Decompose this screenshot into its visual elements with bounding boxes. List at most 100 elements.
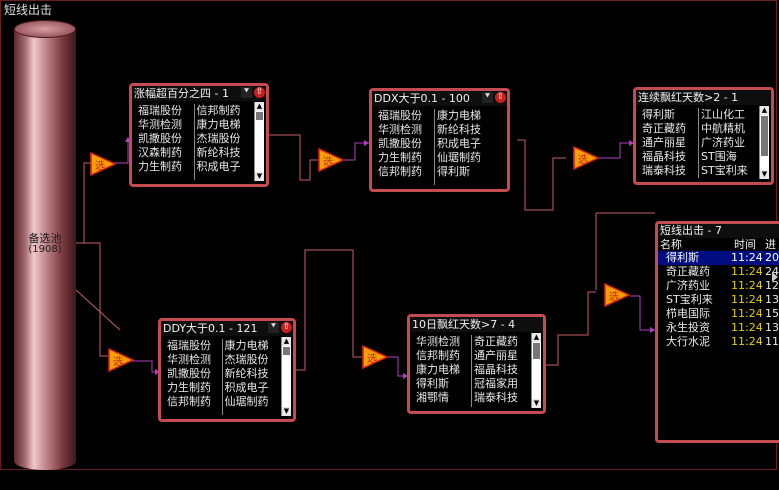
- scrollbar[interactable]: ▲▼: [759, 106, 769, 179]
- filter-box-10day[interactable]: 10日飘红天数>7 - 4 华测检测 信邦制药 康力电梯 得利斯 湘鄂情 奇正藏…: [407, 314, 546, 414]
- list-item[interactable]: 福瑞股份: [378, 109, 422, 122]
- stock-list-left: 得利斯 奇正藏药 通产丽星 福晶科技 瑞泰科技: [642, 108, 698, 178]
- list-item[interactable]: 新纶科技: [224, 367, 269, 380]
- box-title: DDX大于0.1 - 100: [374, 92, 470, 105]
- list-item[interactable]: 得利斯: [416, 377, 449, 390]
- pool-cylinder[interactable]: [14, 28, 76, 462]
- list-item[interactable]: 信邦制药: [378, 165, 422, 178]
- arrow-up-icon[interactable]: ⇧: [495, 92, 506, 103]
- list-item[interactable]: 得利斯: [642, 108, 675, 121]
- filter-box-ddx[interactable]: DDX大于0.1 - 100 ⯆⇧ 福瑞股份 华测检测 凯撒股份 力生制药 信邦…: [369, 88, 510, 192]
- list-item[interactable]: 凯撒股份: [167, 367, 211, 380]
- list-item[interactable]: 华测检测: [378, 123, 422, 136]
- chevron-down-icon[interactable]: ⯆: [482, 92, 493, 103]
- column-header-time[interactable]: 时间: [734, 238, 756, 251]
- list-item[interactable]: 积成电子: [437, 137, 481, 150]
- list-item[interactable]: 通产丽星: [642, 136, 686, 149]
- list-item[interactable]: 凯撒股份: [138, 132, 182, 145]
- list-item[interactable]: 湘鄂情: [416, 391, 449, 404]
- list-item[interactable]: 信邦制药: [416, 349, 460, 362]
- list-item[interactable]: 福晶科技: [642, 150, 686, 163]
- list-item[interactable]: 瑞泰科技: [474, 391, 518, 404]
- list-item[interactable]: 汉森制药: [138, 146, 182, 159]
- stock-list-left: 福瑞股份 华测检测 凯撒股份 力生制药 信邦制药: [167, 339, 222, 415]
- filter-icon-2[interactable]: 选: [108, 347, 135, 373]
- list-item[interactable]: 奇正藏药: [642, 122, 686, 135]
- arrow-up-icon[interactable]: ⇧: [281, 322, 292, 333]
- pool-count: (1908): [28, 244, 62, 255]
- scroll-right-icon[interactable]: [772, 272, 778, 282]
- filter-icon-4[interactable]: 选: [362, 344, 389, 370]
- stock-list-right: 江山化工 中航精机 广济药业 ST围海 ST宝利来: [698, 108, 757, 178]
- pool-label: 备选池: [28, 232, 62, 245]
- scrollbar[interactable]: ▲▼: [254, 102, 264, 181]
- list-item[interactable]: 力生制药: [378, 151, 422, 164]
- list-item[interactable]: 仙琚制药: [437, 151, 481, 164]
- stock-list-right: 信邦制药 康力电梯 杰瑞股份 新纶科技 积成电子: [193, 104, 253, 180]
- list-item[interactable]: 冠福家用: [474, 377, 518, 390]
- scrollbar[interactable]: ▲▼: [531, 333, 541, 408]
- list-item[interactable]: 积成电子: [224, 381, 269, 394]
- list-item[interactable]: 江山化工: [701, 108, 745, 121]
- list-item[interactable]: 广济药业: [701, 136, 745, 149]
- list-item[interactable]: 奇正藏药: [474, 335, 518, 348]
- list-item[interactable]: 信邦制药: [196, 104, 241, 117]
- list-item[interactable]: 华测检测: [416, 335, 460, 348]
- column-header-name[interactable]: 名称: [660, 238, 682, 251]
- arrow-up-icon[interactable]: ⇧: [254, 87, 265, 98]
- output-table-header: 名称 时间 进: [658, 238, 779, 251]
- scrollbar[interactable]: ▲▼: [281, 337, 291, 416]
- list-item[interactable]: 福晶科技: [474, 363, 518, 376]
- list-item[interactable]: ST宝利来: [701, 164, 748, 177]
- filter-icon-1[interactable]: 选: [90, 151, 117, 177]
- box-title: 涨幅超百分之四 - 1: [134, 87, 229, 100]
- window-title: 短线出击: [4, 3, 53, 17]
- stock-list-left: 华测检测 信邦制药 康力电梯 得利斯 湘鄂情: [416, 335, 471, 407]
- list-item[interactable]: 华测检测: [138, 118, 182, 131]
- list-item[interactable]: 康力电梯: [196, 118, 241, 131]
- list-item[interactable]: 瑞泰科技: [642, 164, 686, 177]
- box-title: 10日飘红天数>7 - 4: [412, 318, 516, 331]
- chevron-down-icon[interactable]: ⯆: [268, 322, 279, 333]
- list-item[interactable]: 积成电子: [196, 160, 241, 173]
- list-item[interactable]: 信邦制药: [167, 395, 211, 408]
- filter-box-ddy[interactable]: DDY大于0.1 - 121 ⯆⇧ 福瑞股份 华测检测 凯撒股份 力生制药 信邦…: [158, 318, 296, 422]
- list-item[interactable]: 福瑞股份: [167, 339, 211, 352]
- list-item[interactable]: 康力电梯: [416, 363, 460, 376]
- stock-list-left: 福瑞股份 华测检测 凯撒股份 汉森制药 力生制药: [138, 104, 194, 180]
- box-title: DDY大于0.1 - 121: [163, 322, 258, 335]
- list-item[interactable]: 华测检测: [167, 353, 211, 366]
- chevron-down-icon[interactable]: ⯆: [241, 87, 252, 98]
- filter-icon-3[interactable]: 选: [318, 147, 345, 173]
- box-title: 连续飘红天数>2 - 1: [638, 91, 739, 104]
- list-item[interactable]: 福瑞股份: [138, 104, 182, 117]
- stock-list-right: 康力电梯 新纶科技 积成电子 仙琚制药 得利斯: [434, 109, 493, 185]
- column-header-extra[interactable]: 进: [765, 238, 776, 251]
- list-item[interactable]: 新纶科技: [196, 146, 241, 159]
- list-item[interactable]: 新纶科技: [437, 123, 481, 136]
- list-item[interactable]: 仙琚制药: [224, 395, 269, 408]
- list-item[interactable]: 通产丽星: [474, 349, 518, 362]
- filter-box-gain[interactable]: 涨幅超百分之四 - 1 ⯆⇧ 福瑞股份 华测检测 凯撒股份 汉森制药 力生制药 …: [129, 83, 269, 187]
- list-item[interactable]: 康力电梯: [437, 109, 481, 122]
- list-item[interactable]: 杰瑞股份: [196, 132, 241, 145]
- list-item[interactable]: 中航精机: [701, 122, 745, 135]
- list-item[interactable]: 康力电梯: [224, 339, 269, 352]
- list-item[interactable]: 力生制药: [138, 160, 182, 173]
- list-item[interactable]: 得利斯: [437, 165, 470, 178]
- list-item[interactable]: 杰瑞股份: [224, 353, 269, 366]
- filter-icon-6[interactable]: 选: [604, 282, 631, 308]
- list-item[interactable]: 凯撒股份: [378, 137, 422, 150]
- filter-box-consecutive[interactable]: 连续飘红天数>2 - 1 得利斯 奇正藏药 通产丽星 福晶科技 瑞泰科技 江山化…: [633, 87, 774, 185]
- list-item[interactable]: ST围海: [701, 150, 737, 163]
- list-item[interactable]: 力生制药: [167, 381, 211, 394]
- filter-icon-5[interactable]: 选: [573, 145, 600, 171]
